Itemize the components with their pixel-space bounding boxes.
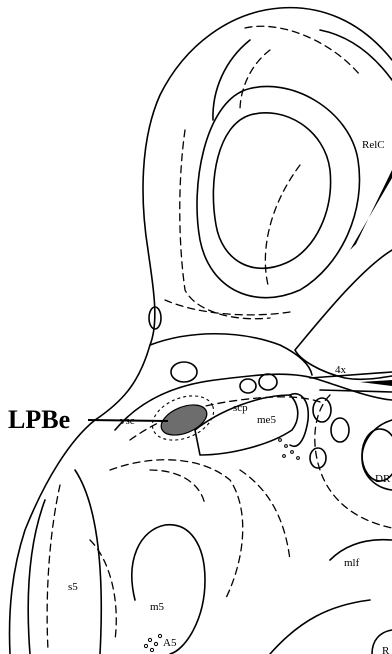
s5-outline (28, 500, 45, 654)
pons-dash-1 (130, 397, 320, 440)
section-outer-outline-2 (320, 30, 392, 80)
s5-label: s5 (68, 581, 78, 593)
me5-dot-cluster (279, 439, 300, 460)
me5-outline (290, 394, 308, 447)
m5-dash (110, 460, 243, 600)
small-oval-4 (240, 379, 256, 393)
vsc-label: vsc (120, 415, 135, 427)
outer-dashed-arc (180, 130, 270, 319)
peduncle-dash (165, 300, 290, 315)
lower-right-arc (270, 600, 370, 654)
ventricle-wedge (360, 380, 392, 386)
small-oval-5 (313, 398, 331, 422)
peduncle-arc (150, 334, 312, 375)
dr-label: DR (375, 473, 391, 485)
colliculus-inner-dashed (240, 50, 270, 110)
m5-outline (132, 525, 205, 654)
section-outer-outline (10, 8, 392, 654)
lower-dash-3 (90, 540, 116, 640)
four-x-label: 4x (335, 364, 347, 376)
s5-inner (75, 470, 101, 654)
mlf-label: mlf (344, 557, 360, 569)
s5-dash (47, 485, 60, 650)
lpbe-label: LPBe (8, 405, 70, 434)
dr-dash (315, 395, 392, 528)
a5-dot-cluster (144, 634, 161, 651)
me5-label: me5 (257, 414, 276, 426)
lower-dash-2 (240, 470, 290, 560)
m5-label: m5 (150, 601, 165, 613)
mlf-curve (330, 540, 392, 560)
inferior-colliculus-inner (213, 113, 330, 269)
colliculus-inner-outline (213, 40, 250, 120)
a5-label: A5 (163, 637, 177, 649)
small-oval-1 (171, 362, 197, 382)
section-right-boundary (295, 250, 392, 379)
colliculus-arc (245, 26, 360, 75)
small-oval-3 (259, 374, 277, 390)
r-label: R (382, 645, 390, 654)
lower-dash-1 (150, 470, 205, 505)
small-oval-6 (331, 418, 349, 442)
scp-label: scp (233, 402, 248, 414)
relc-label: RelC (362, 139, 385, 151)
